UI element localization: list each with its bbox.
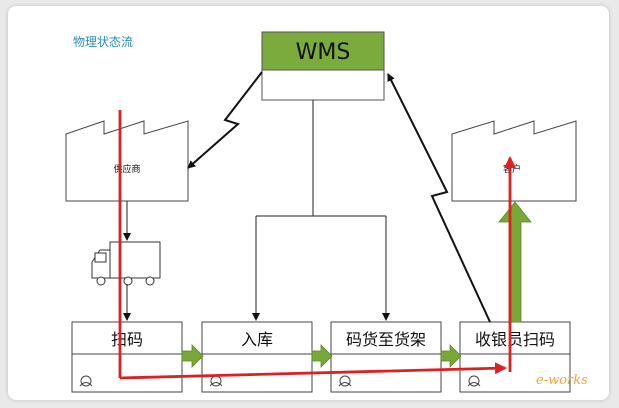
wms-node: WMS bbox=[261, 31, 385, 101]
truck-icon bbox=[91, 241, 161, 286]
step-label: 收银员扫码 bbox=[475, 330, 555, 349]
wms-to-supplier-arrow bbox=[187, 71, 263, 169]
customer-label: 客户 bbox=[503, 163, 521, 175]
physical-flow-path bbox=[118, 110, 516, 380]
watermark-logo: e-works bbox=[536, 373, 588, 388]
step-shelving: 码货至货架 bbox=[330, 321, 442, 393]
diagram-title: 物理状态流 bbox=[73, 35, 133, 49]
step-label: 入库 bbox=[241, 330, 273, 349]
step-cashier-scan: 收银员扫码 bbox=[459, 321, 571, 393]
flow-arrow-to-customer bbox=[498, 201, 532, 323]
wms-label: WMS bbox=[296, 40, 351, 65]
operator-icon bbox=[338, 375, 352, 387]
wms-connector-lines bbox=[123, 100, 390, 321]
step-label: 扫码 bbox=[111, 330, 143, 349]
operator-icon bbox=[79, 375, 93, 387]
flow-arrow-1 bbox=[181, 344, 204, 368]
supplier-label: 供应商 bbox=[113, 163, 140, 175]
operator-icon bbox=[467, 375, 481, 387]
customer-factory: 客户 bbox=[451, 120, 577, 202]
step-scan: 扫码 bbox=[71, 321, 183, 393]
flow-arrow-3 bbox=[440, 344, 462, 368]
cashier-to-wms-arrow bbox=[387, 73, 491, 323]
flow-arrow-2 bbox=[311, 344, 333, 368]
step-label: 码货至货架 bbox=[346, 330, 426, 349]
step-inbound: 入库 bbox=[201, 321, 313, 393]
supplier-factory: 供应商 bbox=[65, 120, 189, 202]
